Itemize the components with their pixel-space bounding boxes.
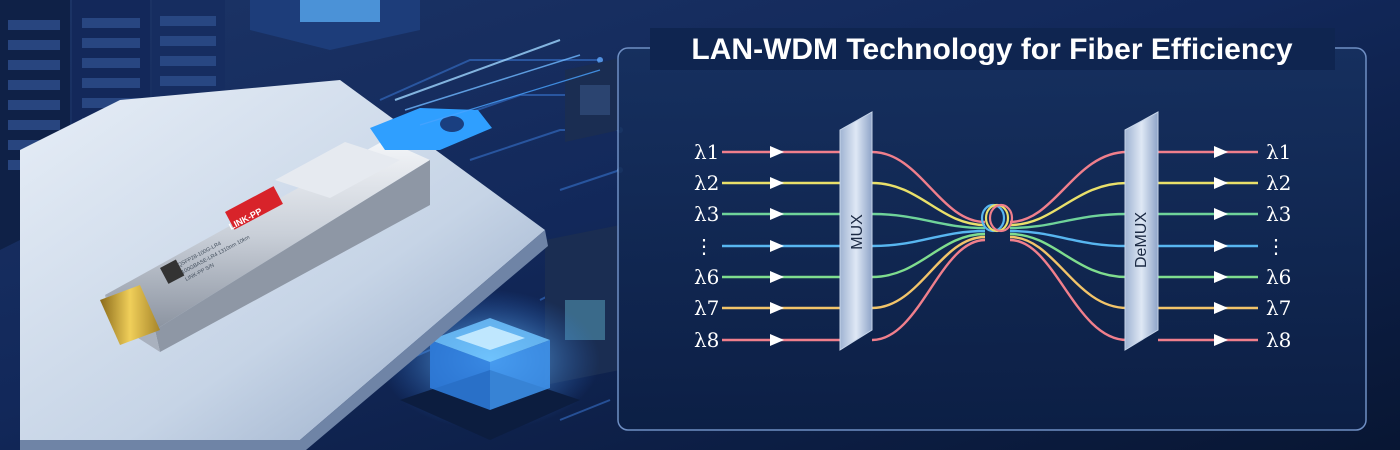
arrow-right-icon [770, 208, 784, 220]
fiber-to-demux-path [1009, 229, 1128, 248]
fiber-to-demux-path [1009, 235, 1128, 310]
fiber-to-demux-path [1009, 232, 1128, 279]
fiber-to-demux-path [1009, 212, 1128, 230]
arrow-right-icon [770, 334, 784, 346]
input-wavelength-label: λ6 [694, 265, 719, 289]
title-backdrop [650, 28, 1335, 70]
fiber-module: LINK-PP QSFP28-100G-LR4 100GBASE-LR4 131… [100, 108, 492, 352]
output-wavelength-label: λ8 [1266, 328, 1291, 352]
input-wavelength-label: λ1 [694, 140, 719, 164]
input-wavelength-label: λ2 [694, 171, 719, 195]
mux-to-fiber-path [871, 229, 986, 248]
mux-to-fiber-path [871, 232, 986, 279]
qr-code [159, 259, 185, 284]
fiber-coil-icon [980, 203, 1014, 233]
pull-tab [370, 108, 492, 150]
fiber-to-demux-path [1009, 238, 1128, 342]
fiber-channel [722, 208, 1258, 230]
output-wavelength-label: λ6 [1266, 265, 1291, 289]
arrow-right-icon [770, 146, 784, 158]
arrow-right-icon [1214, 146, 1228, 158]
light-streaks [394, 39, 601, 126]
arrow-right-icon [770, 271, 784, 283]
top-cube [250, 0, 420, 50]
arrow-right-icon [1214, 177, 1228, 189]
output-wavelength-label: λ7 [1266, 296, 1291, 320]
arrow-right-icon [770, 302, 784, 314]
arrow-right-icon [1214, 271, 1228, 283]
fiber-to-demux-path [1009, 150, 1128, 224]
input-wavelength-label: λ7 [694, 296, 719, 320]
output-wavelength-label: λ2 [1266, 171, 1291, 195]
output-wavelength-label: λ3 [1266, 202, 1291, 226]
input-wavelength-labels: λ1 λ2 λ3 ⋮ λ6 λ7 λ8 [694, 140, 719, 352]
demux-label: DeMUX [1133, 212, 1150, 268]
input-wavelength-label: λ8 [694, 328, 719, 352]
demux-block: DeMUX [1124, 111, 1159, 351]
arrow-right-icon [770, 240, 784, 252]
diagram-title: LAN-WDM Technology for Fiber Efficiency [691, 33, 1292, 66]
mux-label: MUX [849, 214, 866, 250]
mux-block: MUX [839, 111, 873, 351]
arrow-right-icon [1214, 208, 1228, 220]
output-wavelength-labels: λ1 λ2 λ3 ⋮ λ6 λ7 λ8 [1266, 140, 1291, 352]
fiber-channel [722, 235, 1258, 314]
input-wavelength-label: ⋮ [694, 234, 714, 258]
fiber-channel [722, 229, 1258, 252]
fiber-to-demux-path [1009, 181, 1128, 227]
arrow-right-icon [770, 177, 784, 189]
mux-to-fiber-path [871, 238, 986, 342]
fiber-channels [722, 146, 1258, 346]
fiber-channel [722, 177, 1258, 227]
fiber-channel [722, 238, 1258, 346]
mux-to-fiber-path [871, 212, 986, 230]
mux-to-fiber-path [871, 235, 986, 310]
fiber-channel [722, 232, 1258, 283]
diagram-panel: LAN-WDM Technology for Fiber Efficiency [617, 28, 1367, 431]
input-wavelength-label: λ3 [694, 202, 719, 226]
arrow-right-icon [1214, 334, 1228, 346]
fiber-channel [722, 146, 1258, 224]
mux-to-fiber-path [871, 150, 986, 224]
arrow-right-icon [1214, 240, 1228, 252]
output-wavelength-label: ⋮ [1266, 234, 1286, 258]
arrow-right-icon [1214, 302, 1228, 314]
output-wavelength-label: λ1 [1266, 140, 1291, 164]
mux-to-fiber-path [871, 181, 986, 227]
